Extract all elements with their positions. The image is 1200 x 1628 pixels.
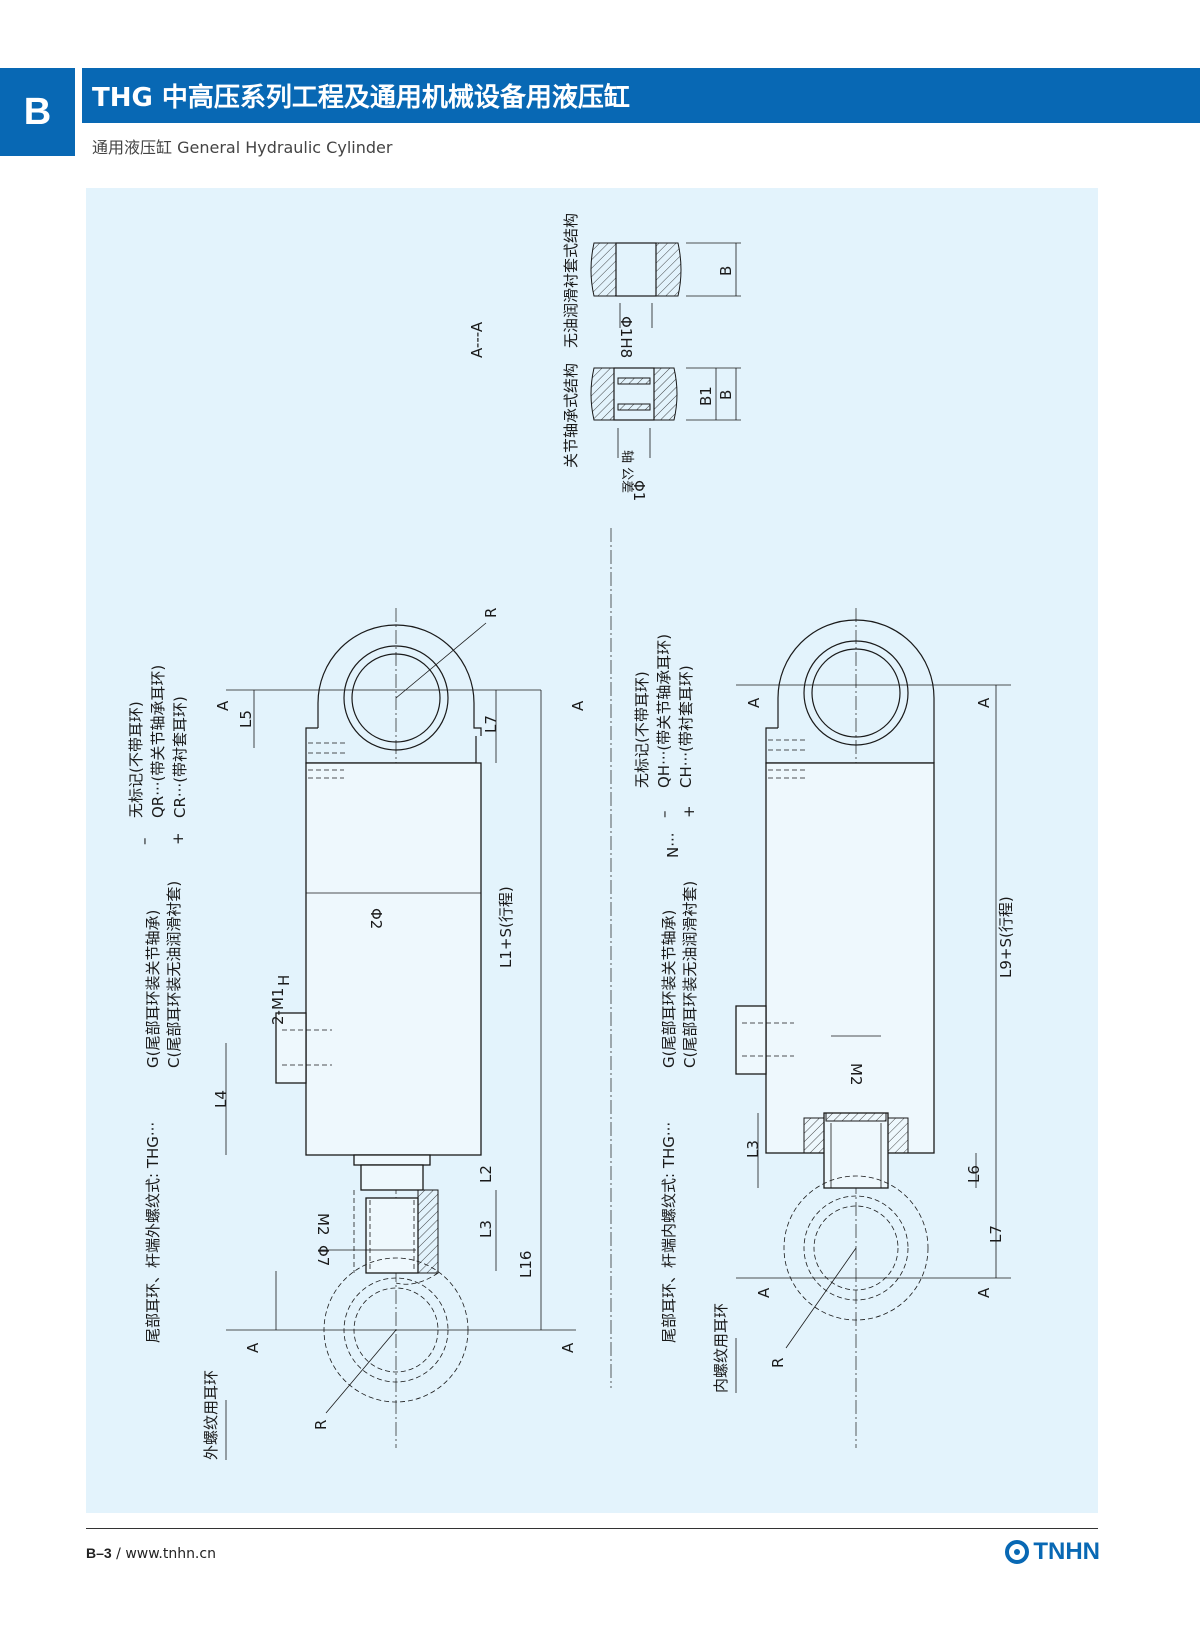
label-r-top: R bbox=[482, 608, 500, 618]
technical-drawing: Φ2 L1+S(行程) L4 L5 L7 L2 L3 L16 M2 Φ7 2-M… bbox=[127, 213, 1015, 1460]
bottom-plus: + bbox=[680, 805, 698, 818]
label-a4: A bbox=[559, 1342, 577, 1353]
top-mark-qr: QR···(带关节轴承耳环) bbox=[149, 665, 167, 818]
bottom-mark-ch: CH···(带衬套耳环) bbox=[677, 665, 695, 788]
drawing-panel: Φ2 L1+S(行程) L4 L5 L7 L2 L3 L16 M2 Φ7 2-M… bbox=[86, 188, 1098, 1513]
section-bushing-title: 无油润滑衬套式结构 bbox=[562, 213, 580, 348]
bottom-cylinder-drawing: L9+S(行程) L3 L6 L7 M2 R A A A A 尾部耳环、杆端内螺… bbox=[633, 608, 1015, 1448]
page-number: B–3 bbox=[86, 1545, 112, 1561]
dim-l4: L4 bbox=[212, 1090, 230, 1108]
label-r-bottom: R bbox=[769, 1358, 787, 1368]
label-a8: A bbox=[975, 1287, 993, 1298]
dim-l3-bottom: L3 bbox=[744, 1140, 762, 1158]
section-bearing-title: 关节轴承式结构 bbox=[562, 363, 580, 468]
top-option-g: G(尾部耳环装关节轴承) bbox=[144, 910, 162, 1068]
page-title: THG 中高压系列工程及通用机械设备用液压缸 bbox=[82, 68, 1200, 123]
bottom-option-g: G(尾部耳环装关节轴承) bbox=[660, 910, 678, 1068]
footer-url[interactable]: www.tnhn.cn bbox=[125, 1546, 216, 1562]
top-caption: 尾部耳环、杆端外螺纹式: THG··· bbox=[144, 1122, 162, 1343]
dim-b-bearing: B bbox=[717, 390, 735, 400]
dim-b1: B1 bbox=[697, 386, 715, 406]
top-mark-none: 无标记(不带耳环) bbox=[127, 701, 145, 818]
bottom-mark-none: 无标记(不带耳环) bbox=[633, 671, 651, 788]
label-r-top-ear: R bbox=[312, 1420, 330, 1430]
page-subtitle: 通用液压缸 General Hydraulic Cylinder bbox=[92, 138, 393, 157]
dim-l2: L2 bbox=[477, 1165, 495, 1183]
footer-page: B–3 / www.tnhn.cn bbox=[86, 1545, 216, 1562]
brand-logo: TNHN bbox=[1005, 1538, 1100, 1566]
dim-phi7: Φ7 bbox=[314, 1245, 332, 1266]
dim-h: H bbox=[275, 975, 293, 986]
label-a5: A bbox=[745, 697, 763, 708]
top-cylinder-drawing: Φ2 L1+S(行程) L4 L5 L7 L2 L3 L16 M2 Φ7 2-M… bbox=[127, 608, 587, 1460]
dim-tolerance: 轴 公差 bbox=[619, 450, 634, 493]
dim-l6: L6 bbox=[965, 1165, 983, 1183]
dim-m2-bottom: M2 bbox=[847, 1063, 865, 1086]
dim-l7-bottom: L7 bbox=[987, 1225, 1005, 1243]
top-mark-cr: CR···(带衬套耳环) bbox=[171, 696, 189, 818]
dim-l1s: L1+S(行程) bbox=[497, 886, 515, 968]
dim-2m1: 2-M1 bbox=[269, 988, 287, 1025]
dim-l7: L7 bbox=[482, 715, 500, 733]
label-a3: A bbox=[244, 1342, 262, 1353]
top-option-c: C(尾部耳环装无油润滑衬套) bbox=[165, 881, 183, 1068]
dim-phi1: Φ1 bbox=[630, 480, 648, 501]
top-plus: + bbox=[169, 832, 187, 845]
top-ear-label: 外螺纹用耳环 bbox=[202, 1370, 220, 1460]
logo-icon bbox=[1005, 1540, 1030, 1564]
top-dash: – bbox=[135, 838, 153, 846]
label-a7: A bbox=[755, 1287, 773, 1298]
label-a2: A bbox=[569, 700, 587, 711]
section-tab: B bbox=[0, 68, 75, 156]
section-aa: A---A 关节轴承式结构 无油润滑衬套式结构 B1 B Φ1 轴 公差 B Φ… bbox=[468, 213, 741, 501]
footer-sep: / bbox=[116, 1546, 121, 1562]
dim-l5: L5 bbox=[237, 710, 255, 728]
footer-rule bbox=[86, 1528, 1098, 1529]
label-a6: A bbox=[975, 697, 993, 708]
label-a1: A bbox=[214, 700, 232, 711]
dim-l16: L16 bbox=[517, 1251, 535, 1278]
dim-phi1h8: Φ1H8 bbox=[617, 316, 635, 358]
bottom-ear-label: 内螺纹用耳环 bbox=[712, 1303, 730, 1393]
dim-b-bushing: B bbox=[717, 266, 735, 276]
bottom-dash: – bbox=[655, 811, 673, 819]
bottom-mark-qh: QH···(带关节轴承耳环) bbox=[655, 634, 673, 788]
section-aa-title: A---A bbox=[468, 321, 486, 358]
dim-phi2: Φ2 bbox=[367, 908, 385, 929]
bottom-option-c: C(尾部耳环装无油润滑衬套) bbox=[681, 881, 699, 1068]
bottom-n-prefix: N··· bbox=[664, 832, 682, 858]
dim-m2: M2 bbox=[314, 1213, 332, 1236]
dim-l3: L3 bbox=[477, 1220, 495, 1238]
bottom-caption: 尾部耳环、杆端内螺纹式: THG··· bbox=[660, 1122, 678, 1343]
brand-name: TNHN bbox=[1033, 1538, 1100, 1565]
dim-l9s: L9+S(行程) bbox=[997, 896, 1015, 978]
